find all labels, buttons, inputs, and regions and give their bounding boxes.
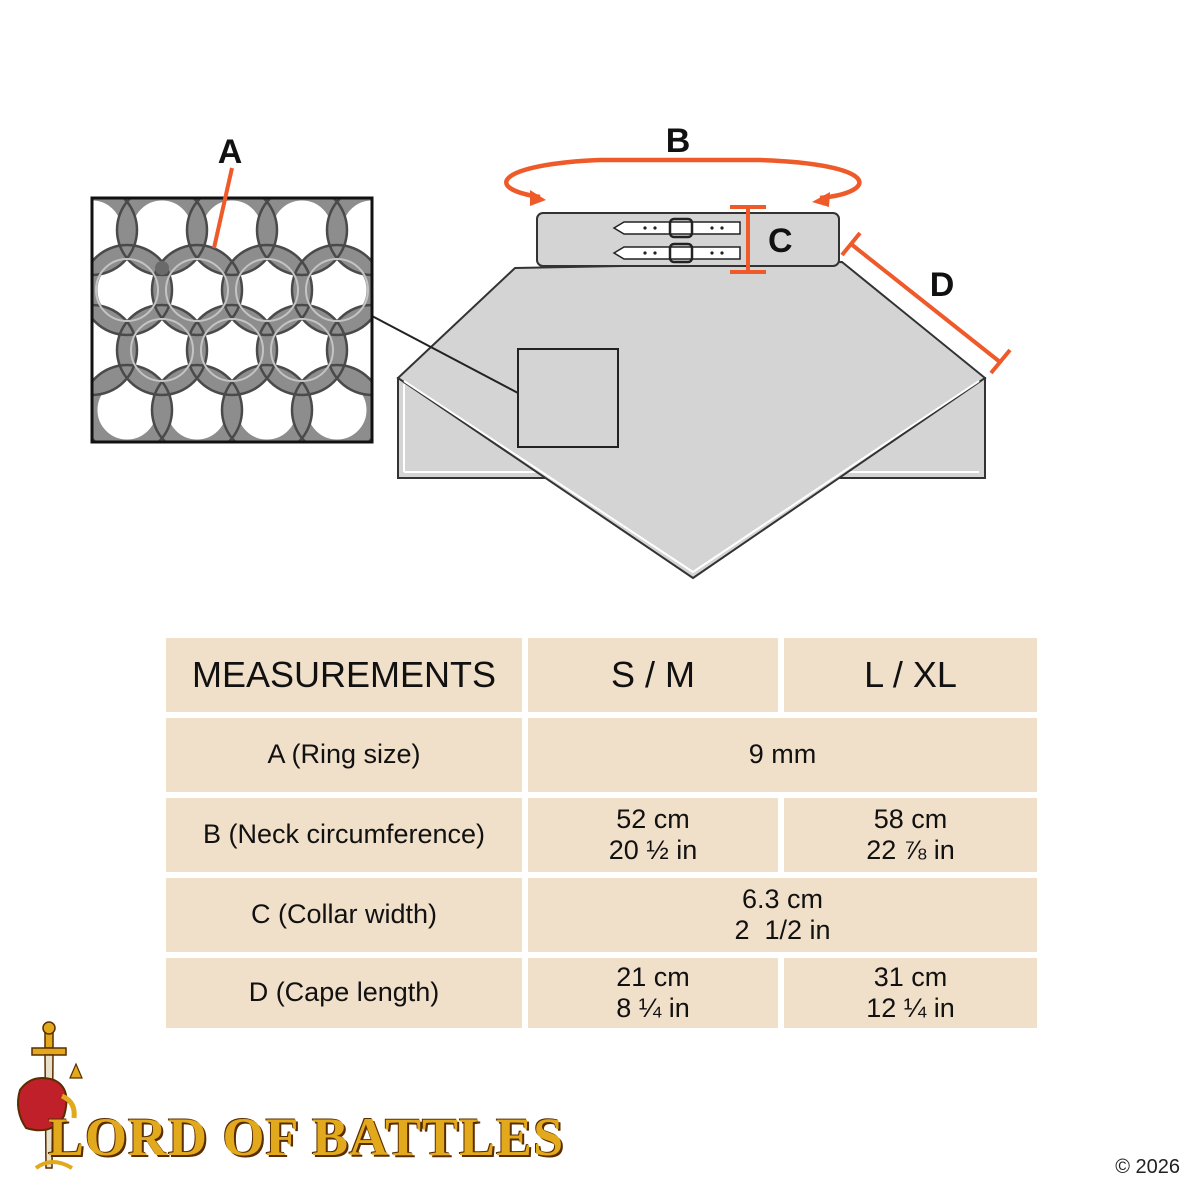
row-b-sm-value: 52 cm 20 ½ in [528,798,778,872]
row-c-imperial: 2 1/2 in [734,915,831,945]
logo-wordmark: LORD OF BATTLES [48,1107,565,1167]
header-size-sm: S / M [528,638,778,712]
row-b-sm-imperial: 20 ½ in [608,835,698,865]
svg-text:C: C [768,222,793,260]
row-b-label: B (Neck circumference) [166,798,522,872]
svg-text:A: A [218,133,243,171]
buckle-straps [612,217,741,264]
row-c-value: 6.3 cm 2 1/2 in [528,878,1037,952]
row-a-value: 9 mm [528,718,1037,792]
dimension-c [730,205,766,274]
coif-diagram: A B C D [90,122,1012,580]
row-d-label: D (Cape length) [166,958,522,1028]
row-d-sm-metric: 21 cm [616,961,690,992]
svg-text:D: D [930,266,955,304]
row-b-sm-metric: 52 cm [616,803,690,834]
row-a-value-metric: 9 mm [748,739,817,770]
row-d-sm-value: 21 cm 8 ¼ in [528,958,778,1028]
row-d-lxl-value: 31 cm 12 ¼ in [784,958,1037,1028]
row-c-label: C (Collar width) [166,878,522,952]
row-d-lxl-imperial: 12 ¼ in [866,993,955,1023]
copyright-notice: © 2026 [1115,1156,1180,1178]
row-b-lxl-value: 58 cm 22 ⅞ in [784,798,1037,872]
zoom-target-square [517,348,619,448]
row-d-lxl-metric: 31 cm [873,961,948,992]
header-size-lxl: L / XL [784,638,1037,712]
row-c-metric: 6.3 cm [741,883,824,914]
measurements-table: MEASUREMENTS S / M L / XL A (Ring size) … [166,638,1037,1028]
header-measurements: MEASUREMENTS [166,638,522,712]
dimension-a: A [212,133,243,249]
dimension-d [840,231,1012,375]
row-d-sm-imperial: 8 ¼ in [616,993,690,1023]
sword-shield-logo-icon [17,1021,83,1170]
row-b-lxl-imperial: 22 ⅞ in [866,835,955,865]
row-b-lxl-metric: 58 cm [873,803,948,834]
collar [536,212,840,267]
svg-text:B: B [666,122,691,160]
row-a-label: A (Ring size) [166,718,522,792]
dimension-b: B [504,122,862,207]
chainmail-zoom [92,198,372,442]
cape-front-panel [396,260,987,580]
